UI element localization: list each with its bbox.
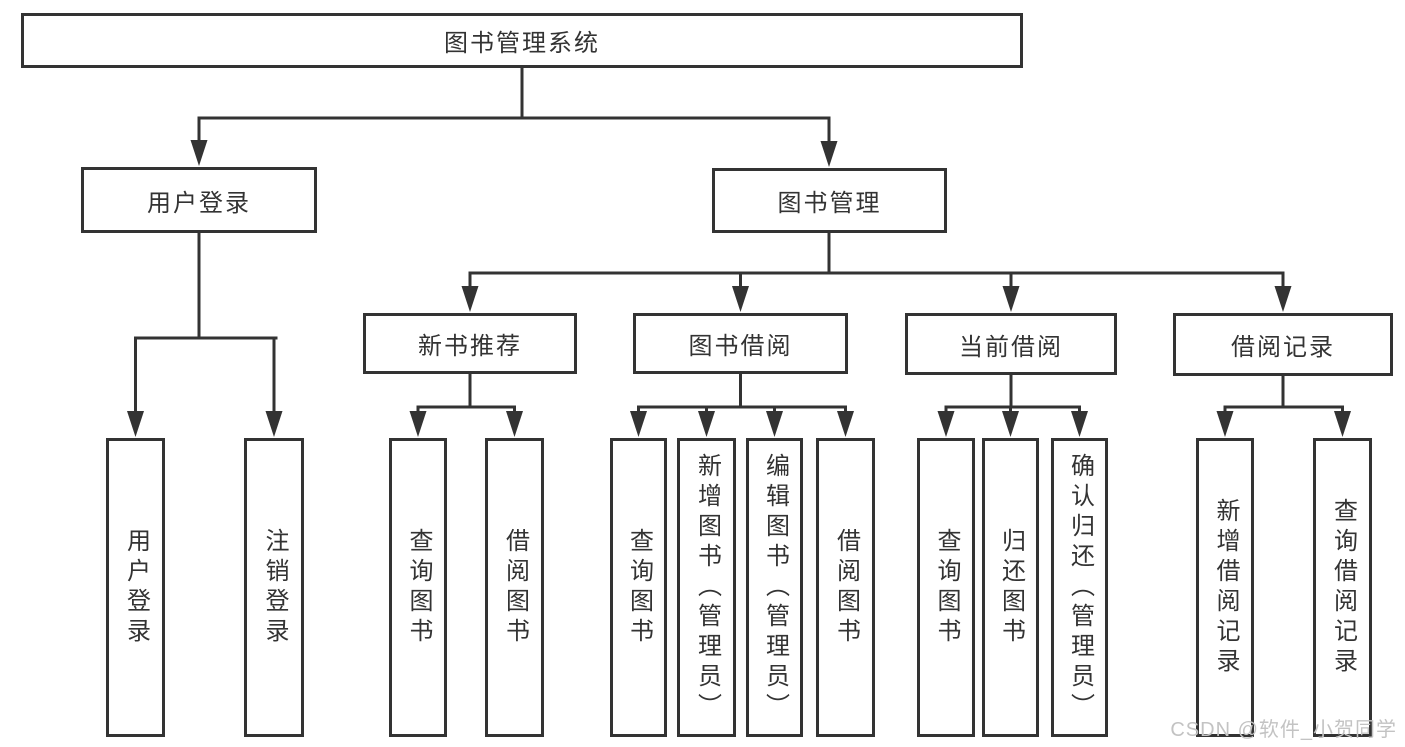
node-book-management-label: 图书管理 <box>777 190 882 217</box>
leaf-newbook-borrow: 借阅图书 <box>485 438 544 737</box>
leaf-logout: 注销登录 <box>244 438 304 737</box>
leaf-current-confirm-admin-label: 确认归还（管理员） <box>1066 452 1094 723</box>
csdn-watermark: CSDN @软件_小贺同学 <box>1170 719 1397 741</box>
node-user-login: 用户登录 <box>81 167 317 233</box>
leaf-current-return-label: 归还图书 <box>997 527 1025 648</box>
node-book-borrow-label: 图书借阅 <box>688 333 793 360</box>
leaf-borrow-add-admin: 新增图书（管理员） <box>677 438 736 737</box>
arrowheads <box>127 140 1351 437</box>
leaf-borrow-edit-admin-label: 编辑图书（管理员） <box>761 452 789 723</box>
node-current-borrow: 当前借阅 <box>905 313 1117 375</box>
node-current-borrow-label: 当前借阅 <box>959 333 1063 361</box>
leaf-borrow-query: 查询图书 <box>610 438 667 737</box>
leaf-record-add-label: 新增借阅记录 <box>1212 497 1239 678</box>
leaf-user-login: 用户登录 <box>106 438 165 737</box>
leaf-logout-label: 注销登录 <box>261 527 288 648</box>
leaf-newbook-borrow-label: 借阅图书 <box>501 527 529 648</box>
leaf-newbook-query-label: 查询图书 <box>405 527 432 648</box>
node-book-borrow: 图书借阅 <box>633 313 848 374</box>
node-user-login-label: 用户登录 <box>147 189 251 217</box>
node-borrow-records: 借阅记录 <box>1173 313 1393 376</box>
node-root-label: 图书管理系统 <box>444 30 600 57</box>
leaf-borrow-edit-admin: 编辑图书（管理员） <box>746 438 803 737</box>
leaf-record-query: 查询借阅记录 <box>1313 438 1372 737</box>
node-borrow-records-label: 借阅记录 <box>1231 334 1335 361</box>
leaf-record-query-label: 查询借阅记录 <box>1329 497 1357 678</box>
leaf-current-query-label: 查询图书 <box>933 527 960 648</box>
leaf-borrow-query-label: 查询图书 <box>625 527 653 648</box>
leaf-borrow-borrow: 借阅图书 <box>816 438 875 737</box>
node-root: 图书管理系统 <box>21 13 1023 68</box>
leaf-user-login-label: 用户登录 <box>122 527 150 648</box>
leaf-borrow-add-admin-label: 新增图书（管理员） <box>693 452 721 723</box>
leaf-newbook-query: 查询图书 <box>389 438 447 737</box>
leaf-current-query: 查询图书 <box>917 438 975 737</box>
node-new-book-recommend: 新书推荐 <box>363 313 577 374</box>
leaf-current-confirm-admin: 确认归还（管理员） <box>1051 438 1108 737</box>
leaf-record-add: 新增借阅记录 <box>1196 438 1254 737</box>
node-new-book-recommend-label: 新书推荐 <box>418 333 522 360</box>
leaf-current-return: 归还图书 <box>982 438 1039 737</box>
leaf-borrow-borrow-label: 借阅图书 <box>832 527 860 648</box>
node-book-management: 图书管理 <box>712 168 947 233</box>
